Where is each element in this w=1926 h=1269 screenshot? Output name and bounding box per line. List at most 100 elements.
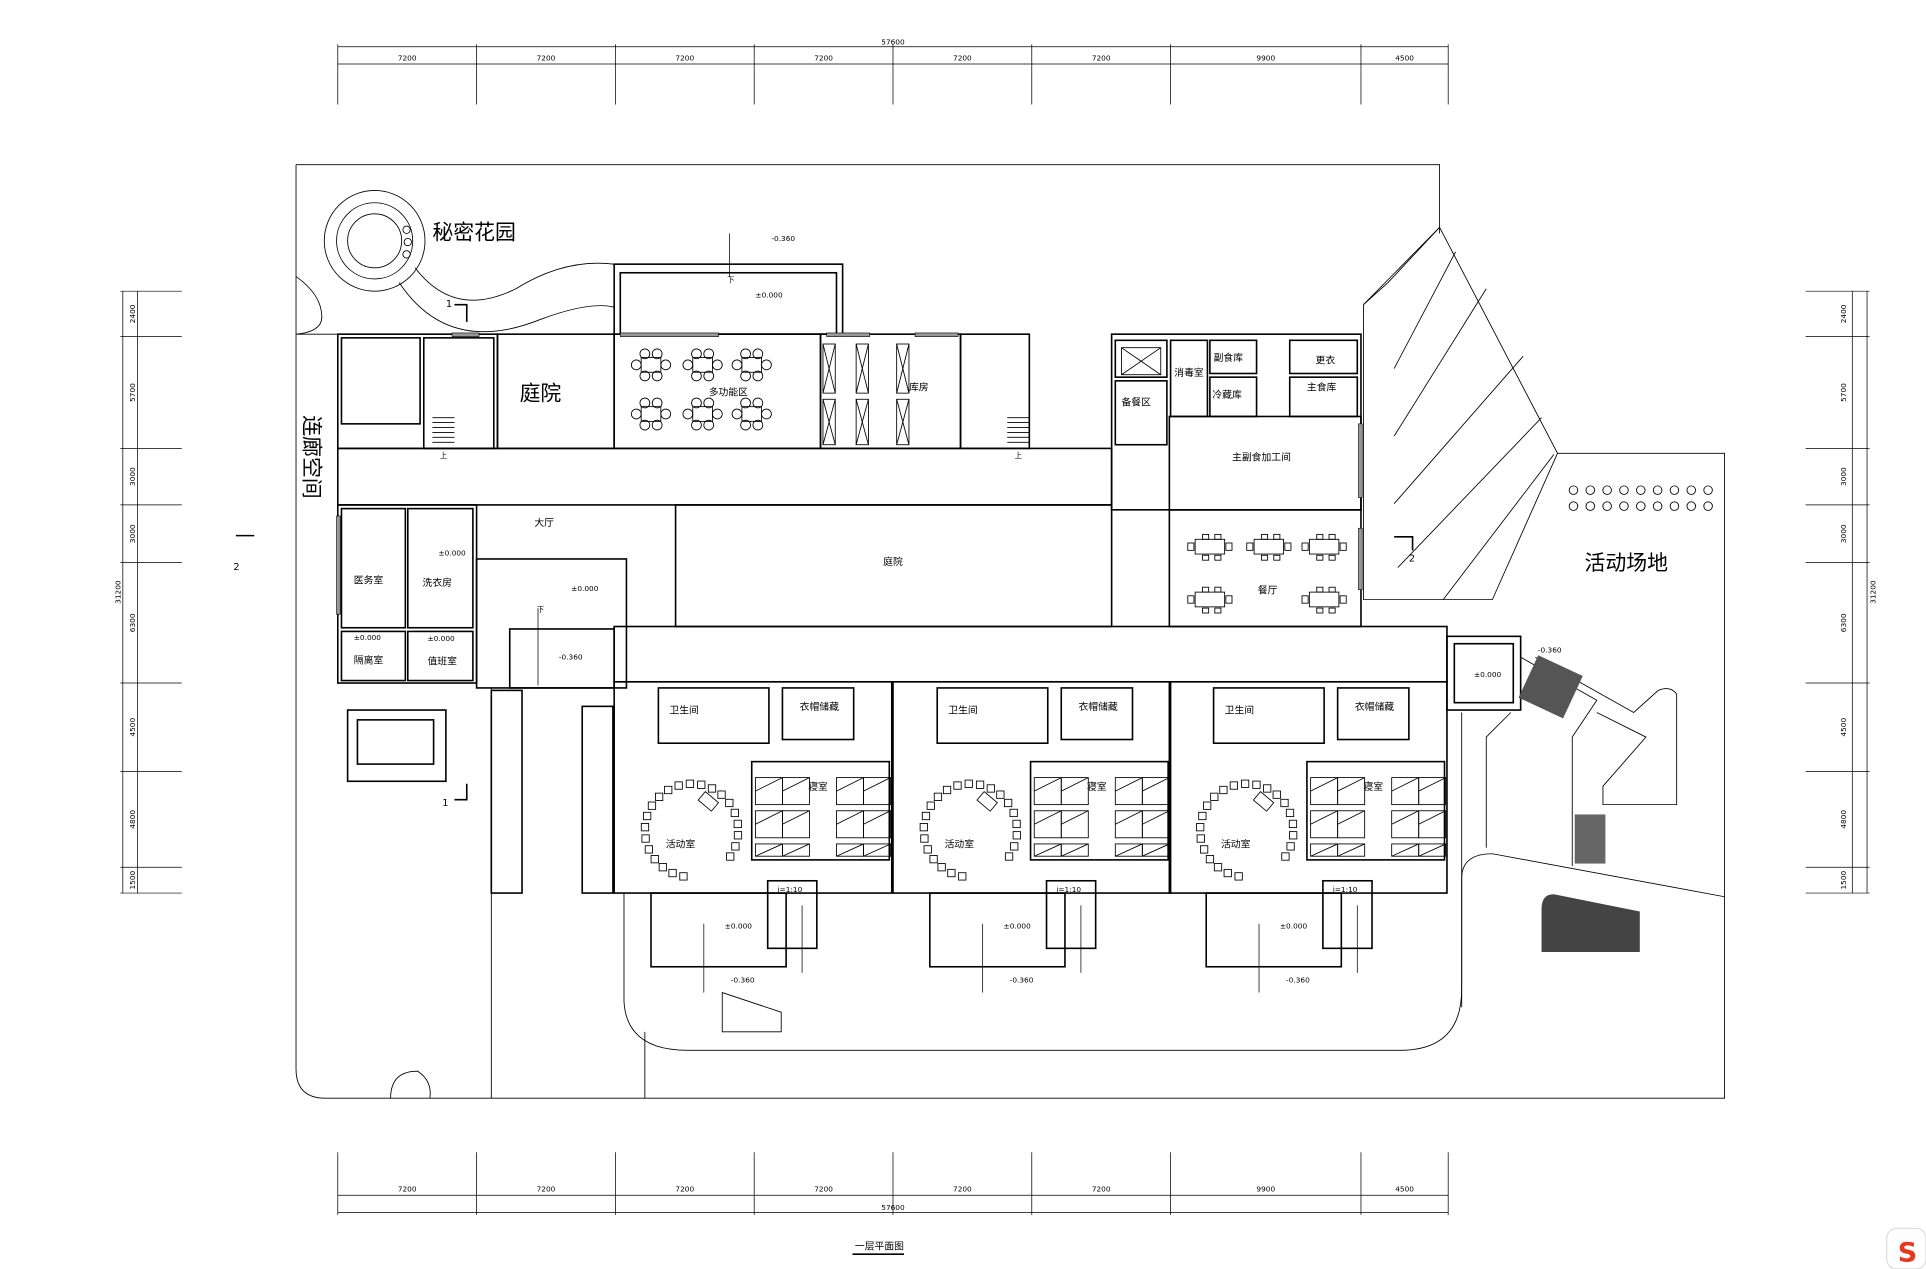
isolation-label: 隔离室 bbox=[354, 653, 384, 666]
ramp-slope-label: i=1:10 bbox=[1056, 885, 1081, 894]
stair-up-mark: 上 bbox=[440, 451, 447, 460]
section-1-top: 1 bbox=[446, 299, 452, 310]
dining-label: 餐厅 bbox=[1258, 583, 1278, 596]
bedroom-label: 寝室 bbox=[1363, 780, 1383, 793]
activity-room-label: 活动室 bbox=[1221, 838, 1251, 851]
corridor-space-label: 连廊空间 bbox=[300, 415, 324, 499]
bottom-dimension: 7200 bbox=[398, 1185, 417, 1194]
classroom-unit: 卫生间衣帽储藏寝室活动室i=1:10±0.000-0.360 bbox=[1168, 680, 1448, 993]
duty-label: 值班室 bbox=[427, 655, 457, 668]
right-dimension: 3000 bbox=[1839, 524, 1848, 543]
furniture bbox=[432, 343, 1347, 614]
disinfection-label: 消毒室 bbox=[1174, 366, 1204, 379]
cold-store-label: 冷藏库 bbox=[1212, 388, 1242, 401]
section-markers: 1 1 2 2 bbox=[233, 299, 1415, 809]
bottom-dimension: 7200 bbox=[814, 1185, 833, 1194]
top-dimension: 7200 bbox=[814, 53, 833, 62]
storage-label: 库房 bbox=[909, 381, 929, 394]
cloak-storage-label: 衣帽储藏 bbox=[800, 700, 839, 713]
top-dimension: 7200 bbox=[398, 53, 417, 62]
right-dimension: 3000 bbox=[1839, 467, 1848, 486]
elev-east-entry: ±0.000 bbox=[1474, 670, 1502, 679]
elev-hall-lower: -0.360 bbox=[559, 653, 583, 662]
toilet-label: 卫生间 bbox=[948, 704, 977, 717]
left-dimension: 2400 bbox=[128, 304, 137, 323]
top-dimension: 7200 bbox=[953, 53, 972, 62]
top-dimension: 9900 bbox=[1256, 53, 1275, 62]
elev-east-outer: -0.360 bbox=[1538, 645, 1562, 654]
bedroom-label: 寝室 bbox=[808, 780, 828, 793]
watermark-logo: S bbox=[1886, 1227, 1926, 1269]
hall-label: 大厅 bbox=[534, 516, 554, 529]
left-dimension: 4500 bbox=[128, 718, 137, 737]
left-dimension: 1500 bbox=[128, 870, 137, 889]
changing-label: 更衣 bbox=[1316, 354, 1336, 367]
classroom-unit: 卫生间衣帽储藏寝室活动室i=1:10±0.000-0.360 bbox=[892, 680, 1172, 993]
ramp-slope-label: i=1:10 bbox=[1333, 885, 1358, 894]
elev-isolation: ±0.000 bbox=[354, 633, 382, 642]
playground-label: 活动场地 bbox=[1585, 551, 1669, 575]
bottom-dimension: 4500 bbox=[1395, 1185, 1414, 1194]
down-mark-hall: 下 bbox=[537, 605, 544, 614]
laundry-label: 洗衣房 bbox=[423, 576, 453, 589]
windows bbox=[336, 332, 1363, 615]
cloak-storage-label: 衣帽储藏 bbox=[1355, 700, 1394, 713]
building-walls bbox=[336, 263, 1522, 894]
bottom-dimension: 7200 bbox=[953, 1185, 972, 1194]
prep-area-label: 备餐区 bbox=[1121, 395, 1151, 408]
drawing-title: 一层平面图 bbox=[855, 1240, 904, 1252]
multi-function-label: 多功能区 bbox=[709, 386, 748, 399]
main-food-store-label: 主食库 bbox=[1307, 381, 1337, 394]
top-dimension: 7200 bbox=[537, 53, 556, 62]
right-dimension: 4800 bbox=[1839, 810, 1848, 829]
courtyard-small-label: 庭院 bbox=[520, 382, 562, 406]
elevation-label: -0.360 bbox=[731, 976, 755, 985]
secret-garden-label: 秘密花园 bbox=[432, 221, 515, 245]
elevation-label: ±0.000 bbox=[725, 922, 753, 931]
top-dimension: 7200 bbox=[1092, 53, 1111, 62]
activity-room-label: 活动室 bbox=[666, 838, 696, 851]
ramp-slope-label: i=1:10 bbox=[778, 885, 803, 894]
elev-laundry: ±0.000 bbox=[439, 548, 467, 557]
right-dimension: 1500 bbox=[1839, 870, 1848, 889]
section-2-right: 2 bbox=[1409, 553, 1415, 564]
elevation-label: -0.360 bbox=[1010, 976, 1034, 985]
bottom-dimension: 7200 bbox=[675, 1185, 694, 1194]
secret-garden: 秘密花园 连廊空间 bbox=[300, 190, 615, 499]
left-dimension: 5700 bbox=[128, 383, 137, 402]
elev-terrace: ±0.000 bbox=[755, 290, 783, 299]
activity-room-label: 活动室 bbox=[945, 838, 975, 851]
elevation-label: -0.360 bbox=[1286, 976, 1310, 985]
kitchen-label: 主副食加工间 bbox=[1232, 451, 1291, 464]
elevation-markers: -0.360 ±0.000 ±0.000 ±0.000 -0.360 ±0.00… bbox=[354, 233, 1562, 686]
right-total-dimension: 31200 bbox=[1869, 580, 1878, 604]
toilet-label: 卫生间 bbox=[669, 704, 698, 717]
top-dimension-chain: 57600 7200 7200 7200 7200 7200 7200 9900 4500 bbox=[337, 37, 1449, 105]
stair-up-mark-2: 上 bbox=[1015, 451, 1022, 460]
toilet-label: 卫生间 bbox=[1225, 704, 1254, 717]
parking-stripes bbox=[1393, 251, 1555, 600]
bedroom-label: 寝室 bbox=[1087, 780, 1107, 793]
cloak-storage-label: 衣帽储藏 bbox=[1078, 700, 1117, 713]
left-dimension: 3000 bbox=[128, 524, 137, 543]
top-dimension: 4500 bbox=[1395, 53, 1414, 62]
section-2-left: 2 bbox=[233, 562, 239, 573]
svg-text:S: S bbox=[1898, 1238, 1917, 1269]
courtyard-main-label: 庭院 bbox=[883, 555, 903, 568]
side-food-store-label: 副食库 bbox=[1214, 351, 1244, 364]
playground-dots bbox=[1568, 485, 1713, 511]
right-dimension: 6300 bbox=[1839, 613, 1848, 632]
south-yard bbox=[623, 655, 1725, 1051]
elev-hall: ±0.000 bbox=[571, 584, 599, 593]
top-total-dimension: 57600 bbox=[881, 37, 905, 46]
bottom-dimension: 7200 bbox=[537, 1185, 556, 1194]
elev-duty: ±0.000 bbox=[427, 634, 455, 643]
elev-terrace-outer: -0.360 bbox=[771, 234, 795, 243]
top-dimension: 7200 bbox=[675, 53, 694, 62]
